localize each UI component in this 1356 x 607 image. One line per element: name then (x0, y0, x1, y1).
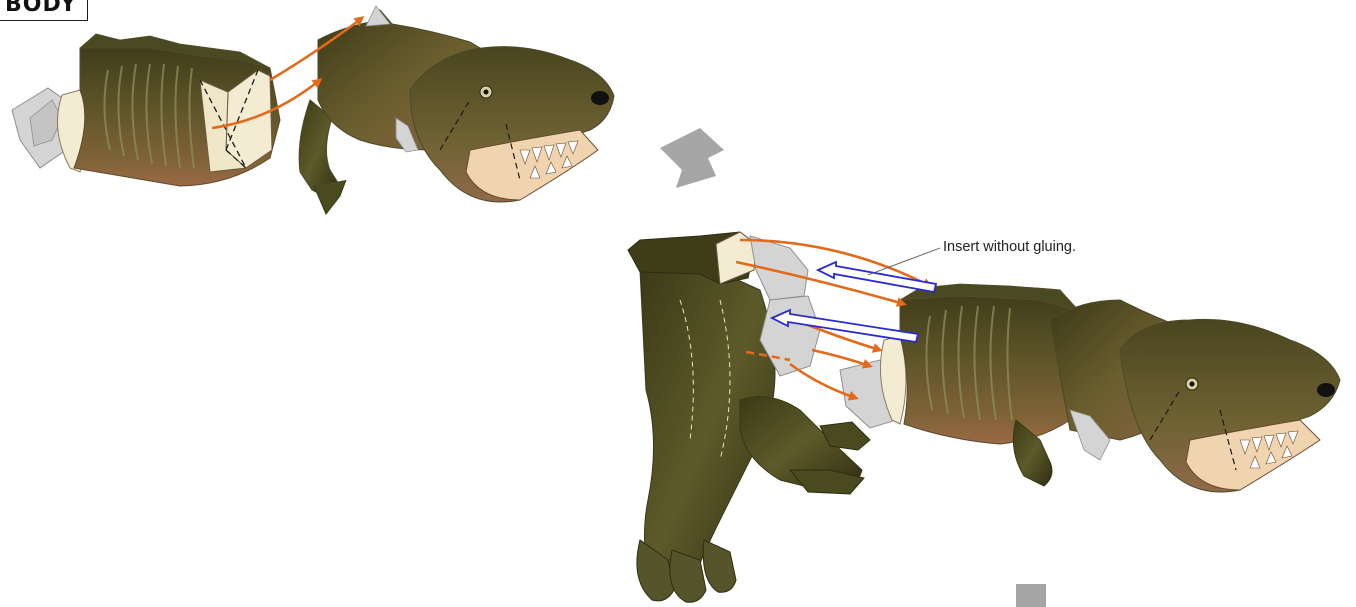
second-hind-leg-part (740, 397, 870, 494)
body-section-part (58, 34, 281, 186)
callout-insert-without-gluing: Insert without gluing. (943, 239, 1076, 255)
step-arrow-next (1016, 584, 1046, 607)
callout-leader-line (868, 248, 940, 275)
assembled-view (628, 232, 1340, 602)
exploded-view (12, 6, 614, 214)
step-arrow (660, 128, 724, 188)
assembled-body-part (880, 284, 1080, 444)
head-neck-part (299, 6, 614, 214)
